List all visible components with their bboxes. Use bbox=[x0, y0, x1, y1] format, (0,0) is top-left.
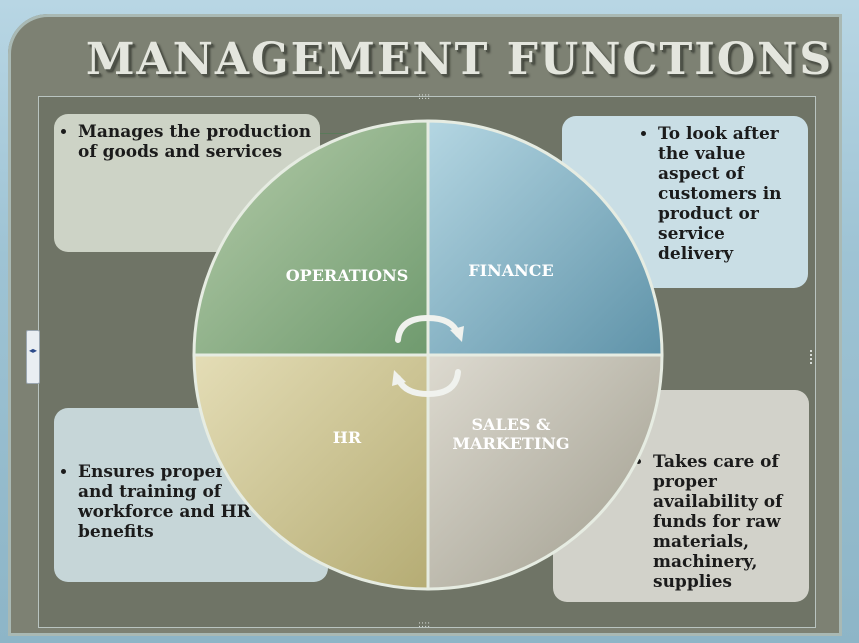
finance-description: To look after the value aspect of custom… bbox=[658, 124, 802, 264]
cycle-arrows-icon bbox=[392, 314, 464, 398]
sales-label-line2: MARKETING bbox=[452, 434, 569, 453]
operations-description: Manages the production of goods and serv… bbox=[78, 122, 312, 162]
text-pane-toggle[interactable]: ◂▸ bbox=[26, 330, 40, 384]
frame-handle-top[interactable]: :::: bbox=[418, 92, 431, 102]
hr-quadrant[interactable] bbox=[192, 353, 430, 591]
frame-handle-bottom[interactable]: :::: bbox=[418, 620, 431, 630]
hr-label: HR bbox=[333, 428, 362, 447]
sales-quadrant[interactable] bbox=[426, 353, 664, 591]
page-title: MANAGEMENT FUNCTIONS bbox=[85, 34, 834, 85]
frame-handle-right[interactable] bbox=[810, 350, 816, 364]
sales-label-line1: SALES & bbox=[472, 415, 552, 434]
finance-label: FINANCE bbox=[468, 261, 553, 280]
operations-label: OPERATIONS bbox=[286, 266, 409, 285]
sales-description: Takes care of proper availability of fun… bbox=[653, 452, 803, 592]
operations-quadrant[interactable] bbox=[192, 119, 430, 357]
expand-icon: ◂▸ bbox=[29, 346, 38, 355]
finance-quadrant[interactable] bbox=[426, 119, 664, 357]
